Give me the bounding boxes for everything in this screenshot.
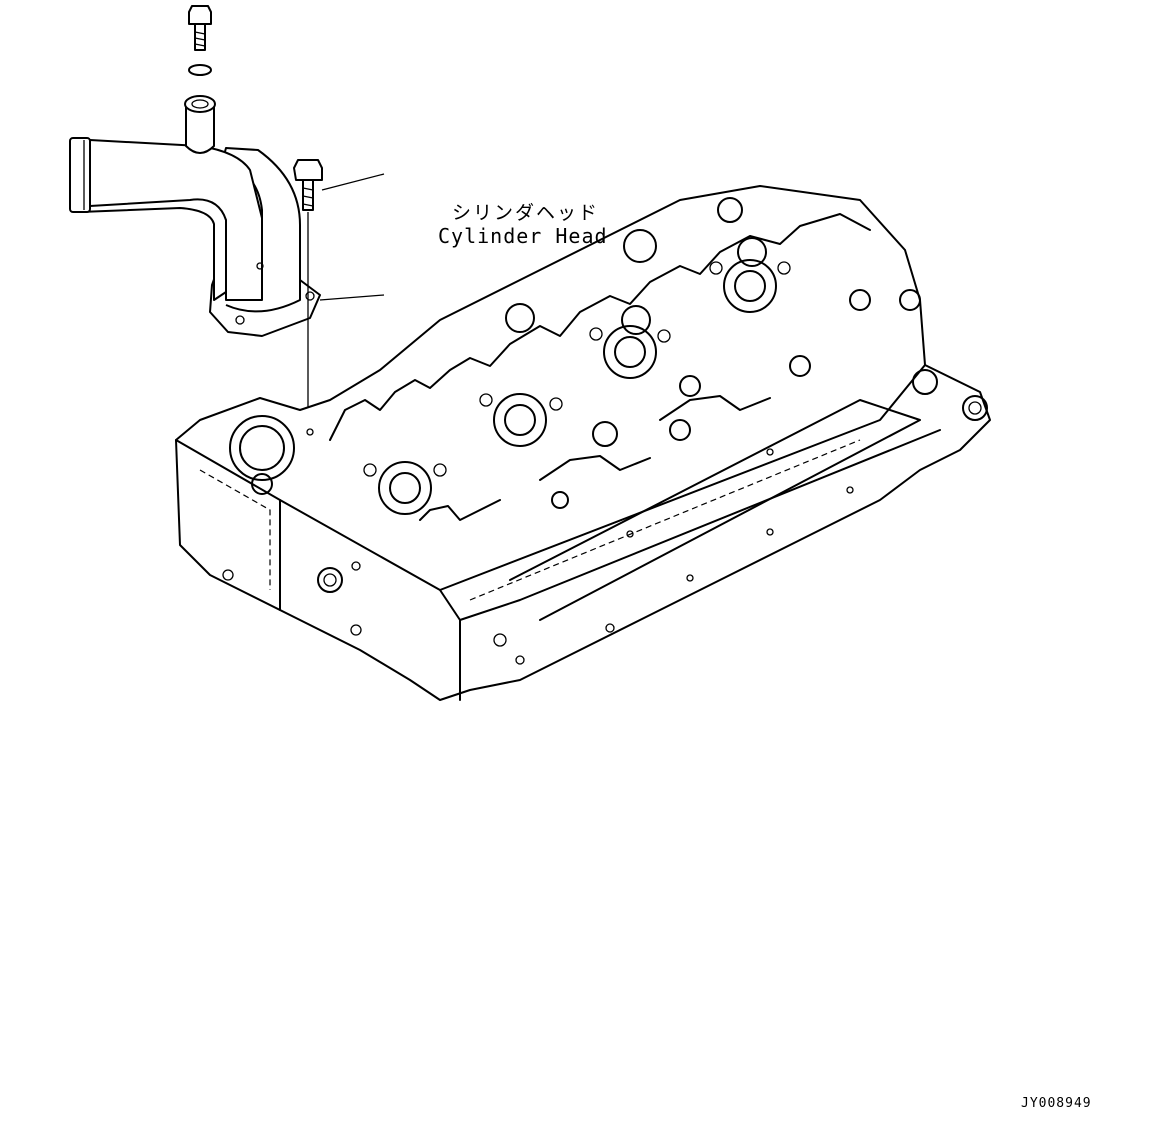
bolt-icon (188, 5, 212, 51)
drawing-id: JY008949 (1021, 1096, 1092, 1111)
o-ring-icon (188, 64, 212, 76)
cylinder-head-icon (175, 185, 991, 701)
bolt-icon (293, 159, 323, 211)
part-label-japanese: シリンダヘッド (452, 202, 600, 224)
part-label-english: Cylinder Head (438, 224, 608, 248)
leader-lines (307, 173, 385, 428)
water-outlet-elbow-icon (69, 95, 321, 337)
